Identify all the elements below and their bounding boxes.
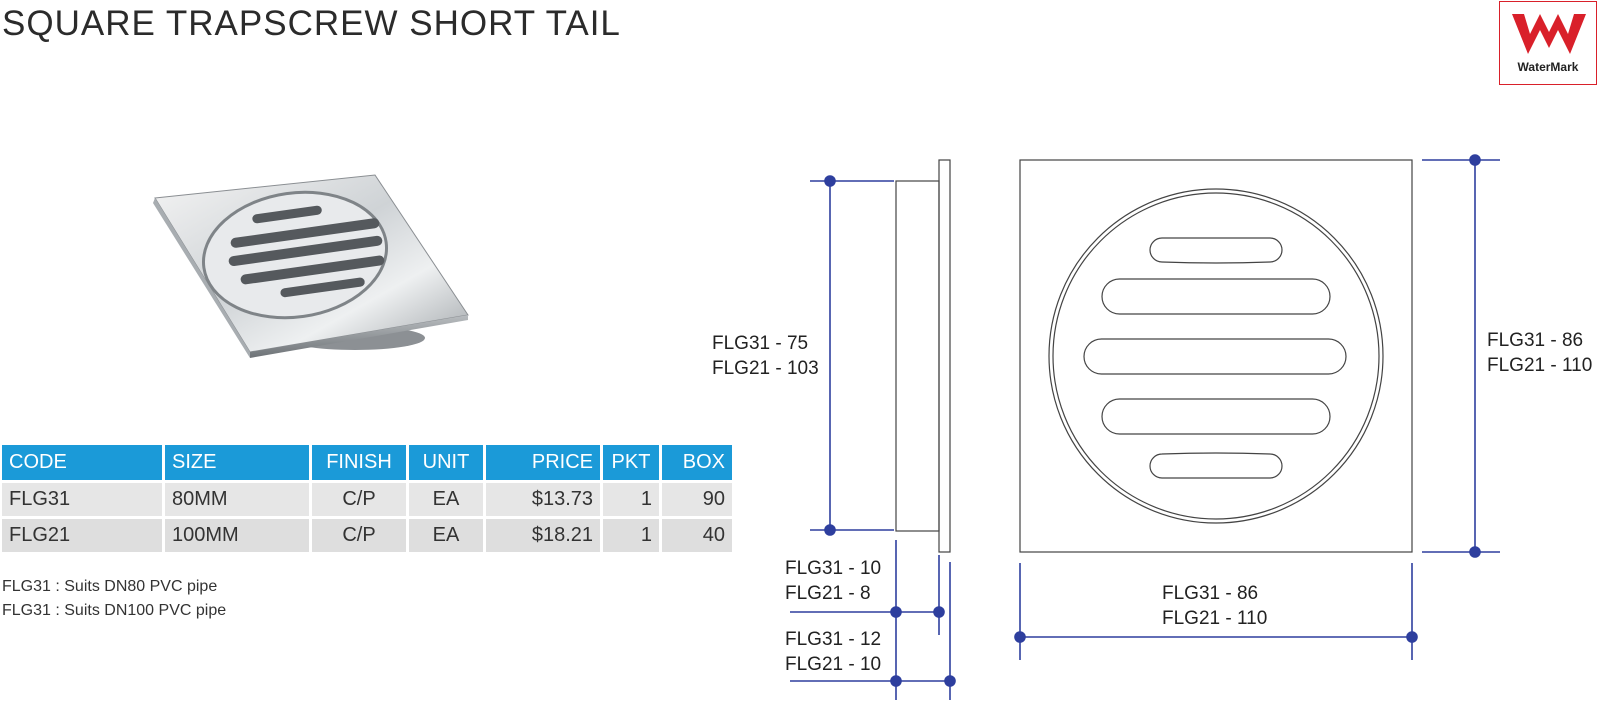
grate-inner-ring [1052, 192, 1380, 520]
page-title: SQUARE TRAPSCREW SHORT TAIL [2, 4, 621, 43]
header-box: BOX [660, 445, 735, 483]
dimension-text: FLG21 - 8 [785, 583, 871, 604]
cell-pkt: 1 [601, 481, 662, 519]
table-header-row: CODE SIZE FINISH UNIT PRICE PKT BOX [2, 445, 735, 483]
dimension-text: FLG21 - 10 [785, 654, 882, 675]
dimension-text: FLG21 - 110 [1162, 608, 1268, 629]
cell-box: 90 [660, 481, 735, 519]
product-image [150, 170, 480, 365]
width-dimension-label: FLG31 - 86 FLG21 - 110 [1162, 581, 1267, 631]
header-size: SIZE [163, 445, 312, 483]
header-price: PRICE [484, 445, 603, 483]
cell-finish: C/P [310, 517, 409, 555]
table-row: FLG21 100MM C/P EA $18.21 1 40 [2, 517, 735, 555]
grate-slot [1083, 338, 1347, 375]
dimension-text: FLG21 - 103 [712, 358, 819, 379]
width-dimension-line [1014, 563, 1418, 660]
side-dimension-line [1422, 154, 1500, 558]
dimension-text: FLG31 - 12 [785, 629, 882, 650]
header-unit: UNIT [407, 445, 486, 483]
cell-unit: EA [407, 481, 486, 519]
side-body [895, 180, 940, 532]
grate-slot [1149, 237, 1283, 264]
flange-dimension-line [790, 540, 951, 700]
dimension-text: FLG31 - 75 [712, 333, 809, 354]
table-row: FLG31 80MM C/P EA $13.73 1 90 [2, 481, 735, 519]
dimension-text: FLG31 - 86 [1162, 583, 1259, 604]
top-plate [1019, 159, 1413, 553]
header-pkt: PKT [601, 445, 662, 483]
grate-outer-ring [1048, 188, 1384, 524]
height-dimension-line [810, 175, 894, 536]
side-dimension-label: FLG31 - 86 FLG21 - 110 [1487, 328, 1592, 378]
notes: FLG31 : Suits DN80 PVC pipe FLG31 : Suit… [2, 575, 226, 623]
cell-pkt: 1 [601, 517, 662, 555]
note-line: FLG31 : Suits DN100 PVC pipe [2, 602, 227, 619]
cell-code: FLG21 [2, 517, 165, 555]
note-line: FLG31 : Suits DN80 PVC pipe [2, 578, 218, 595]
grate-slot [1101, 278, 1331, 315]
flange-dimension-label: FLG31 - 10 FLG21 - 8 [785, 556, 881, 606]
header-finish: FINISH [310, 445, 409, 483]
watermark-logo: WaterMark [1499, 1, 1597, 85]
grate-slot [1149, 452, 1283, 479]
cell-size: 80MM [163, 481, 312, 519]
watermark-label: WaterMark [1517, 60, 1579, 74]
watermark-icon [1512, 14, 1586, 54]
dimension-text: FLG31 - 86 [1487, 330, 1584, 351]
tail-dimension-line [790, 675, 956, 687]
cell-box: 40 [660, 517, 735, 555]
cell-size: 100MM [163, 517, 312, 555]
tail-dimension-label: FLG31 - 12 FLG21 - 10 [785, 627, 881, 677]
height-dimension-label: FLG31 - 75 FLG21 - 103 [712, 331, 819, 381]
grate-slot [1101, 398, 1331, 435]
cell-finish: C/P [310, 481, 409, 519]
cell-price: $18.21 [484, 517, 603, 555]
cell-unit: EA [407, 517, 486, 555]
spec-table: CODE SIZE FINISH UNIT PRICE PKT BOX FLG3… [2, 445, 735, 555]
dimension-text: FLG31 - 10 [785, 558, 882, 579]
side-flange [938, 159, 951, 553]
header-code: CODE [2, 445, 165, 483]
cell-code: FLG31 [2, 481, 165, 519]
dimension-text: FLG21 - 110 [1487, 355, 1593, 376]
cell-price: $13.73 [484, 481, 603, 519]
